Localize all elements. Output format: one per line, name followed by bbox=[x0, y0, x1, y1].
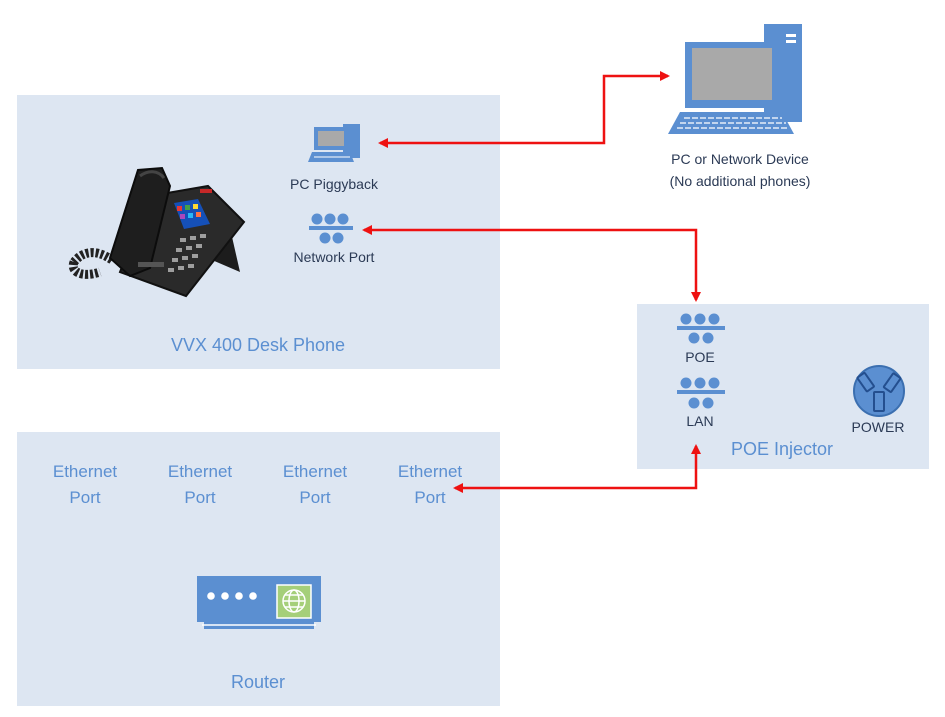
ethernet-port-2: Ethernet Port bbox=[150, 459, 250, 511]
pc-piggyback-icon bbox=[308, 124, 360, 162]
globe-icon bbox=[282, 589, 306, 613]
ethernet-port-3-line2: Port bbox=[299, 488, 331, 507]
ethernet-port-2-line1: Ethernet bbox=[167, 462, 233, 481]
ethernet-port-2-line2: Port bbox=[184, 488, 216, 507]
lan-port-label: LAN bbox=[686, 413, 714, 429]
poe-injector-title: POE Injector bbox=[730, 439, 834, 459]
desk-phone-title: VVX 400 Desk Phone bbox=[170, 335, 346, 355]
router-title: Router bbox=[230, 672, 286, 692]
power-label: POWER bbox=[851, 419, 905, 435]
router-icon bbox=[197, 576, 321, 629]
ethernet-port-1-line1: Ethernet bbox=[52, 462, 118, 481]
connector-network-port-to-poe bbox=[362, 225, 701, 302]
connector-pc-piggyback-to-pc bbox=[378, 71, 670, 148]
ethernet-port-3-line1: Ethernet bbox=[282, 462, 348, 481]
desk-phone-icon bbox=[68, 166, 246, 298]
network-port-icon bbox=[309, 213, 353, 244]
poe-port-icon bbox=[677, 313, 725, 344]
lan-port-icon bbox=[677, 377, 725, 409]
connector-lan-to-ethernet-port bbox=[453, 444, 701, 493]
ethernet-port-4-line2: Port bbox=[414, 488, 446, 507]
ethernet-port-3: Ethernet Port bbox=[265, 459, 365, 511]
ethernet-port-1-line2: Port bbox=[69, 488, 101, 507]
poe-port-label: POE bbox=[685, 349, 715, 365]
pc-icon bbox=[668, 24, 802, 134]
pc-label-line1: PC or Network Device bbox=[671, 151, 809, 167]
ethernet-port-4: Ethernet Port bbox=[380, 459, 480, 511]
network-port-label: Network Port bbox=[293, 249, 375, 265]
ethernet-port-4-line1: Ethernet bbox=[397, 462, 463, 481]
power-outlet-icon bbox=[853, 365, 905, 417]
pc-piggyback-label: PC Piggyback bbox=[290, 176, 378, 192]
pc-label-line2: (No additional phones) bbox=[669, 173, 811, 189]
router-panel bbox=[17, 432, 500, 706]
ethernet-port-1: Ethernet Port bbox=[35, 459, 135, 511]
